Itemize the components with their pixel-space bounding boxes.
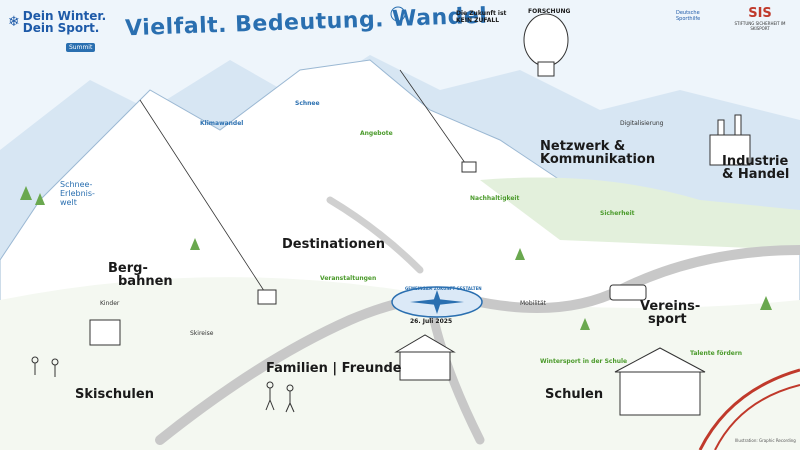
industrie-line-2: & Handel	[722, 167, 790, 182]
summit-badge: Summit	[66, 43, 96, 52]
schnee-line-1: Schnee-	[60, 180, 93, 189]
sis-subtitle: STIFTUNG SICHERHEIT IM SKISPORT	[734, 21, 786, 31]
region-vereinssport: Vereins- sport	[640, 300, 700, 326]
dein-winter-logo: ❄ Dein Winter. Dein Sport. Summit	[8, 10, 106, 53]
note-mobilitaet: Mobilität	[520, 300, 547, 307]
netzwerk-line-2: Kommunikation	[540, 152, 656, 167]
snowflake-icon: ❄	[8, 14, 20, 30]
note-veranstaltungen: Veranstaltungen	[320, 275, 377, 282]
logo-line-1: Dein Winter.	[22, 9, 107, 23]
region-bergbahnen: Berg- bahnen	[108, 262, 173, 288]
region-familien: Familien | Freunde	[266, 361, 402, 376]
sponsor-sis: SIS STIFTUNG SICHERHEIT IM SKISPORT	[730, 6, 790, 31]
sis-logo-text: SIS	[748, 6, 772, 21]
event-date: 26. Juli 2025	[410, 318, 453, 325]
note-nachhaltigkeit: Nachhaltigkeit	[470, 195, 520, 202]
bergbahnen-line-2: bahnen	[118, 274, 173, 289]
note-angebote: Angebote	[360, 130, 393, 137]
future-bubble: Die Zukunft ist KEIN ZUFALL	[456, 10, 507, 24]
vereinssport-line-2: sport	[648, 312, 687, 327]
bergbahnen-line-1: Berg-	[108, 261, 148, 276]
industrie-line-1: Industrie	[722, 154, 789, 169]
schnee-line-2: Erlebnis-	[60, 189, 95, 198]
note-wintersport-schule: Wintersport in der Schule	[540, 358, 628, 365]
note-talente: Talente fördern	[690, 350, 743, 357]
region-netzwerk: Netzwerk & Kommunikation	[540, 140, 655, 166]
schnee-line-3: welt	[60, 198, 77, 207]
note-digitalisierung: Digitalisierung	[620, 120, 664, 127]
logo-line-2: Dein Sport.	[22, 21, 100, 35]
note-skireise: Skireise	[190, 330, 214, 337]
vereinssport-line-1: Vereins-	[640, 299, 701, 314]
region-skischulen: Skischulen	[75, 387, 154, 402]
artist-signature: Illustration: Graphic Recording	[735, 438, 796, 443]
forschung-label: FORSCHUNG	[528, 8, 571, 15]
note-klimawandel: Klimawandel	[200, 120, 244, 127]
note-kinder: Kinder	[100, 300, 120, 307]
region-schulen: Schulen	[545, 387, 604, 402]
sponsor-sporthilfe: Deutsche Sporthilfe	[676, 10, 701, 22]
note-sicherheit: Sicherheit	[600, 210, 635, 217]
note-schnee: Schnee	[295, 100, 320, 107]
netzwerk-line-1: Netzwerk &	[540, 139, 626, 154]
region-destinationen: Destinationen	[282, 237, 385, 252]
region-industrie: Industrie & Handel	[722, 155, 789, 181]
compass-label: GEMEINSAM ZUKUNFT GESTALTEN	[405, 286, 482, 291]
region-schnee-erlebniswelt: Schnee- Erlebnis- welt	[60, 180, 95, 207]
